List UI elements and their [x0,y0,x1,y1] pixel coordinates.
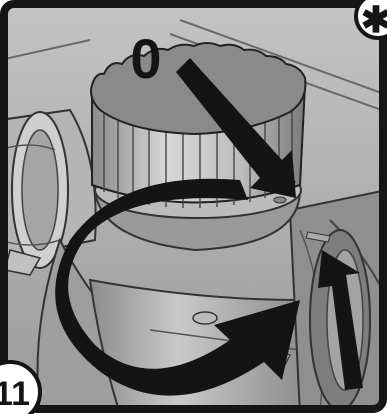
marker-badge: ✱ [356,0,387,40]
callout-label: 0 [130,27,161,90]
step-number: 11 [0,375,30,413]
asterisk-icon: ✱ [361,0,387,40]
